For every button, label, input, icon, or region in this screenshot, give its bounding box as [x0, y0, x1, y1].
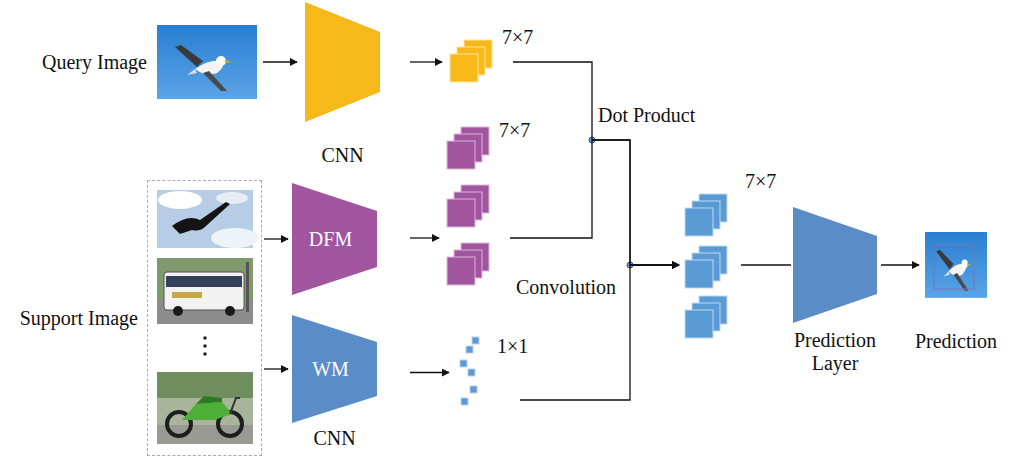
support-photo-bus: [157, 258, 253, 324]
trapezoid-fill: [292, 315, 377, 423]
fused-feature-stack: 7×7: [683, 192, 733, 338]
support-photo-motorcycle-part: [196, 396, 222, 404]
fused-feature-maps: [685, 194, 727, 338]
connector-line: [410, 237, 439, 238]
support-photo-bus-part: [173, 306, 183, 316]
support-photo-bus-part: [164, 272, 244, 310]
connector-line: [263, 61, 297, 62]
support-photo-bus-part: [172, 292, 202, 298]
weight-vectors-part: [461, 398, 468, 405]
ellipsis-dots: [203, 336, 207, 356]
support-feature-maps-part: [447, 199, 475, 227]
query-feature-maps-part: [450, 54, 478, 82]
weight-vectors: [460, 337, 479, 405]
trapezoid-fill: [793, 207, 877, 323]
connector-line: [264, 368, 288, 369]
query-photo: [157, 25, 257, 99]
connector-line: [881, 264, 919, 265]
connector-line: [264, 238, 288, 239]
node-label: Prediction: [915, 330, 997, 353]
ellipsis-dots-part: [203, 344, 207, 348]
prediction-photo: [925, 232, 987, 298]
node-label: DFM: [309, 228, 352, 251]
node-label: 1×1: [497, 335, 528, 358]
support-feature-maps-part: [447, 257, 475, 285]
node-label: CNN: [313, 427, 355, 450]
fused-feature-maps-part: [685, 208, 713, 236]
support-feature-maps-part: [447, 141, 475, 169]
weight-vectors-part: [468, 369, 475, 376]
support-image-set: Support Image: [147, 180, 262, 456]
node-label: Query Image: [42, 51, 147, 74]
prediction-photo-part: [925, 232, 987, 298]
node-label: 7×7: [502, 26, 533, 49]
connector-line: [513, 62, 679, 265]
wm-module: WMCNN: [292, 315, 377, 423]
support-feature-stack: 7×7: [445, 125, 495, 287]
weight-vectors-part: [466, 346, 473, 353]
cnn-backbone: CNN: [305, 2, 380, 122]
node-label: 7×7: [499, 119, 530, 142]
support-photo-motorcycle-part: [157, 372, 253, 444]
support-photo-bird: [157, 190, 259, 248]
support-photo-bus-part: [225, 306, 235, 316]
support-photo-bird-part: [158, 191, 202, 209]
support-photo-bird-part: [216, 192, 248, 204]
node-label: WM: [312, 358, 349, 381]
trapezoid-fill: [292, 183, 377, 295]
support-photo-bird-part: [172, 202, 230, 234]
prediction-image: Prediction: [925, 232, 987, 298]
trapezoid-outline: [305, 2, 380, 122]
weight-stack: 1×1: [455, 335, 485, 410]
operation-label: Convolution: [516, 276, 616, 299]
support-photo-motorcycle: [157, 372, 253, 444]
fused-feature-maps-part: [685, 260, 713, 288]
weight-vectors-part: [472, 337, 479, 344]
query-image: Query Image: [157, 25, 257, 99]
support-photo-bird-part: [211, 228, 259, 248]
fused-feature-maps-part: [685, 310, 713, 338]
dfm-module: DFM: [292, 183, 377, 295]
support-feature-maps: [447, 127, 489, 285]
prediction-photo-part: [934, 245, 974, 289]
prediction-layer: Prediction Layer: [793, 207, 877, 323]
query-feature-stack: 7×7: [448, 38, 498, 86]
support-photo-motorcycle-part: [182, 402, 232, 420]
query-feature-maps: [450, 40, 492, 82]
connector-line: [410, 372, 449, 373]
support-photo-bus-part: [166, 276, 242, 287]
weight-vectors-part: [470, 386, 477, 393]
support-photo-motorcycle-part: [230, 398, 240, 414]
node-label: Prediction Layer: [785, 329, 885, 375]
trapezoid-outline: [793, 207, 877, 323]
connector-line: [741, 264, 791, 265]
support-photo-bus-part: [157, 258, 253, 324]
ellipsis-dots-part: [203, 352, 207, 356]
support-photo-motorcycle-part: [157, 372, 253, 398]
support-photo-bus-part: [246, 262, 249, 312]
operation-label: Dot Product: [598, 104, 695, 127]
node-label: 7×7: [745, 170, 776, 193]
trapezoid-fill: [305, 2, 380, 122]
node-label: CNN: [321, 144, 363, 167]
connector-line: [510, 140, 679, 265]
weight-vectors-part: [460, 360, 467, 367]
ellipsis-dots-part: [203, 336, 207, 340]
connector-line: [410, 61, 442, 62]
node-label: Support Image: [20, 307, 138, 330]
